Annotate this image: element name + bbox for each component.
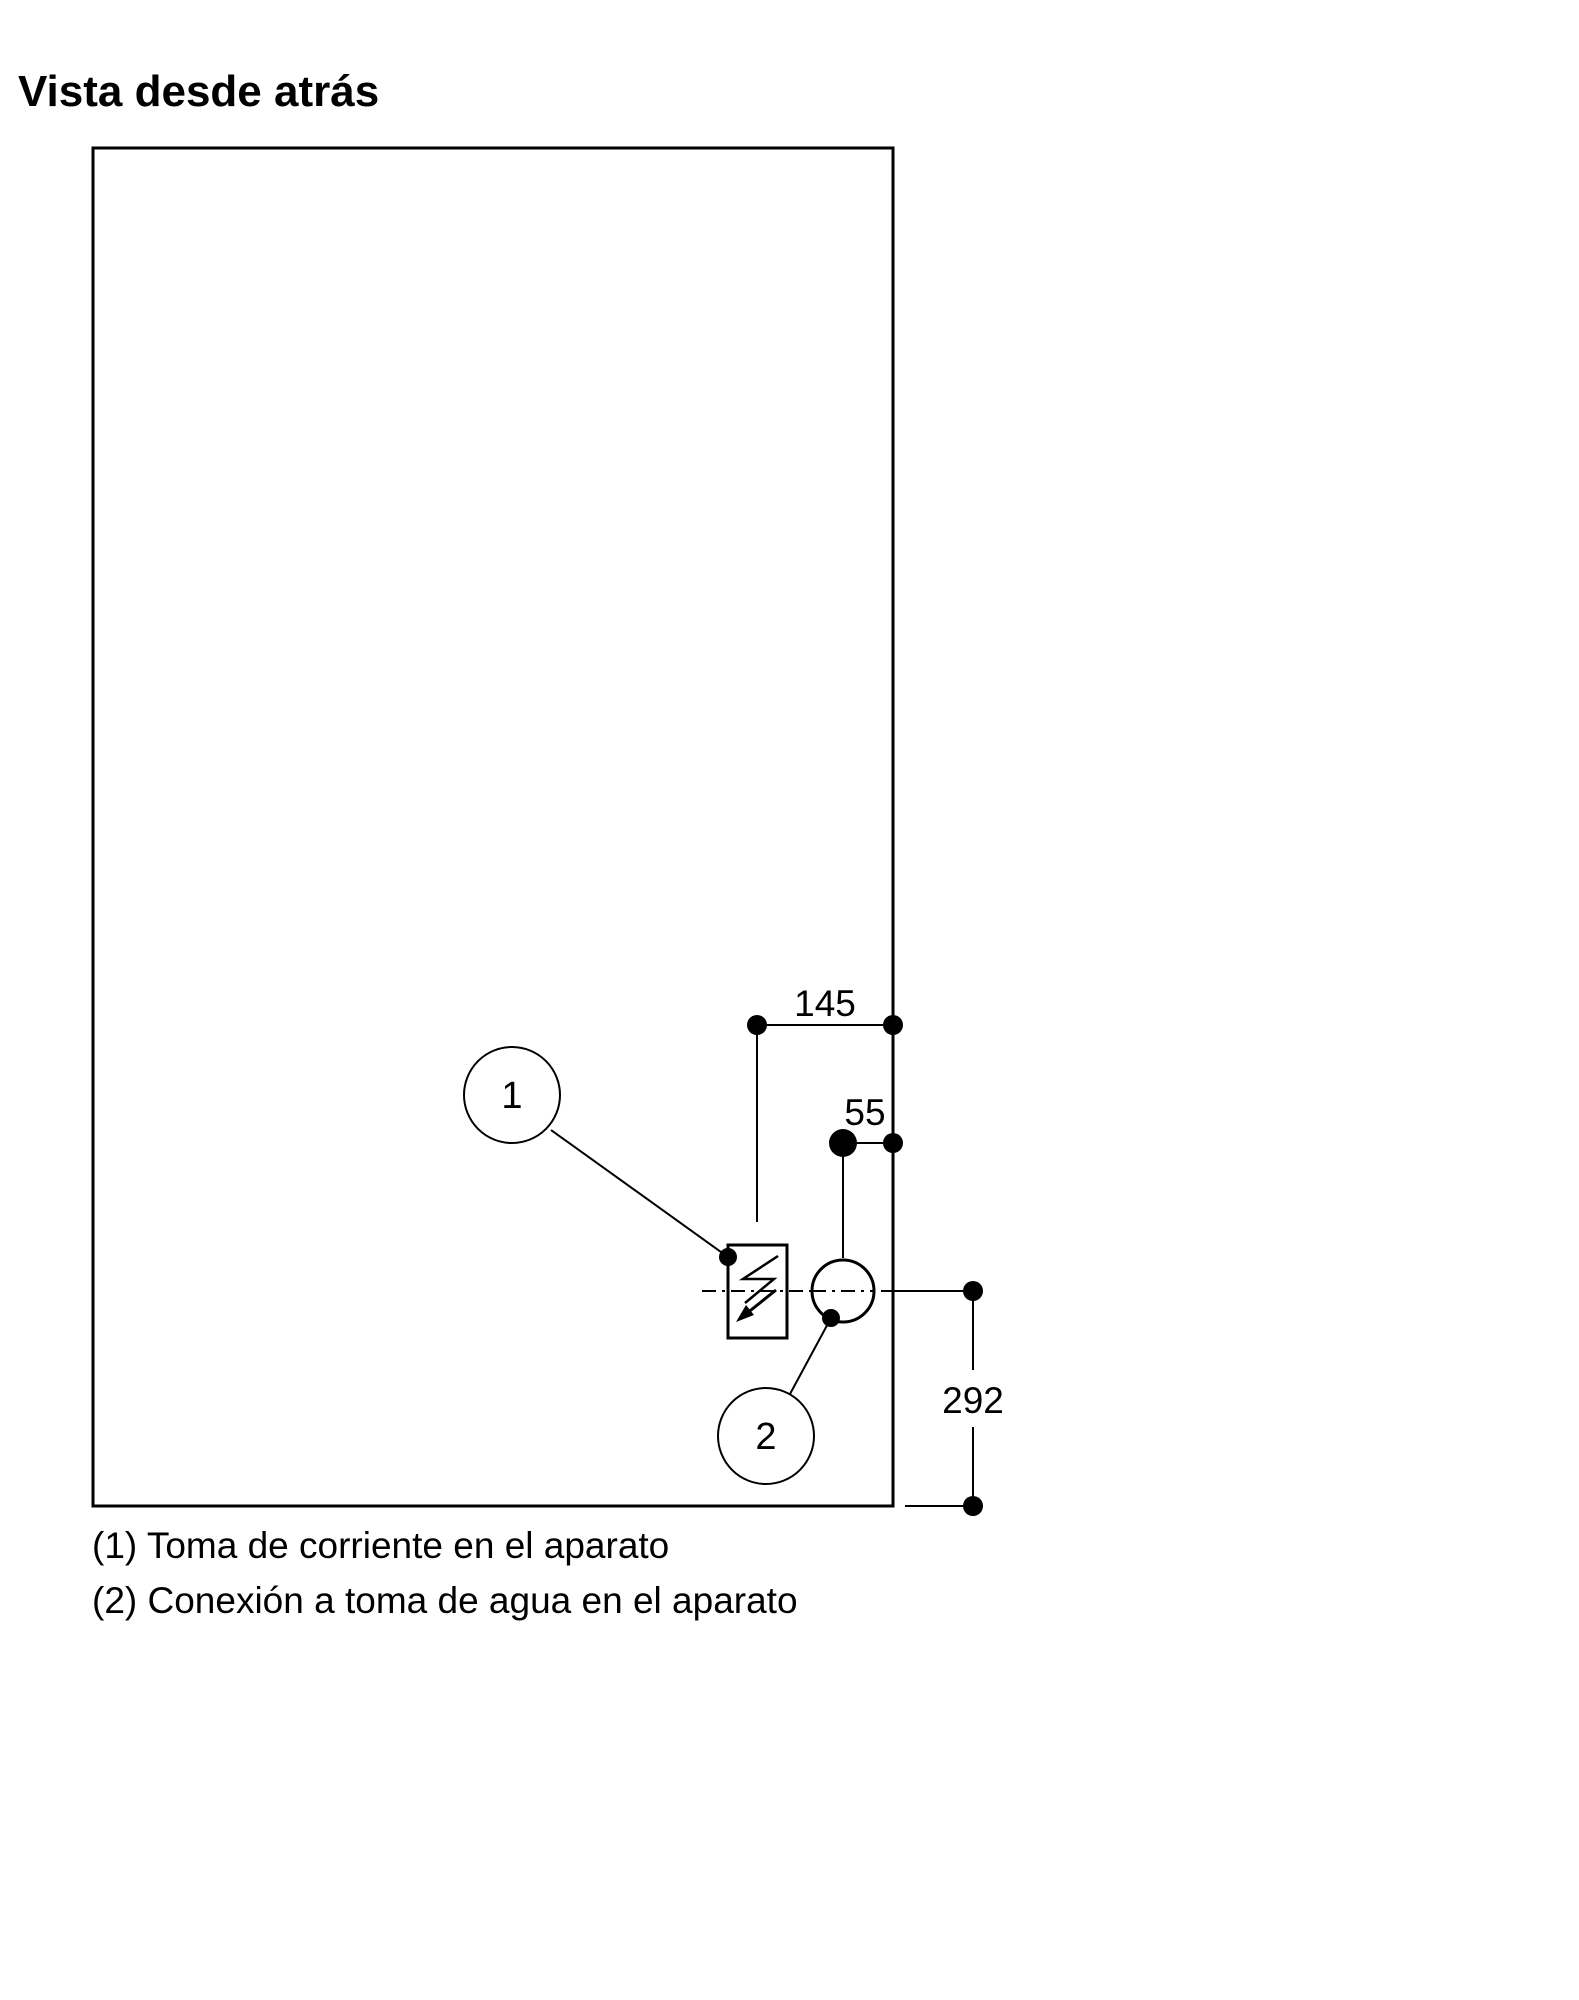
page-title: Vista desde atrás xyxy=(18,67,380,116)
legend: (1) Toma de corriente en el aparato (2) … xyxy=(92,1518,798,1628)
legend-item-2: (2) Conexión a toma de agua en el aparat… xyxy=(92,1580,798,1621)
water-connection-icon xyxy=(810,1258,876,1324)
callout-1: 1 xyxy=(463,1046,737,1266)
power-socket-icon xyxy=(702,1243,813,1340)
callout-2: 2 xyxy=(717,1309,840,1485)
dimension-292: 292 xyxy=(881,1281,1004,1516)
dimension-292-label: 292 xyxy=(942,1380,1004,1421)
legend-item-1: (1) Toma de corriente en el aparato xyxy=(92,1525,670,1566)
dimension-point xyxy=(829,1129,857,1157)
callout-1-label: 1 xyxy=(501,1075,522,1117)
dimension-point xyxy=(963,1496,983,1516)
dimension-point xyxy=(883,1133,903,1153)
dimension-point xyxy=(747,1015,767,1035)
dimension-145: 145 xyxy=(747,983,903,1222)
dimension-point xyxy=(883,1015,903,1035)
dimension-55-label: 55 xyxy=(844,1092,885,1133)
dimension-145-label: 145 xyxy=(794,983,856,1024)
dimension-point xyxy=(963,1281,983,1301)
dimension-55: 55 xyxy=(829,1092,903,1258)
callout-2-label: 2 xyxy=(755,1416,776,1458)
appliance-outline xyxy=(91,146,895,1508)
